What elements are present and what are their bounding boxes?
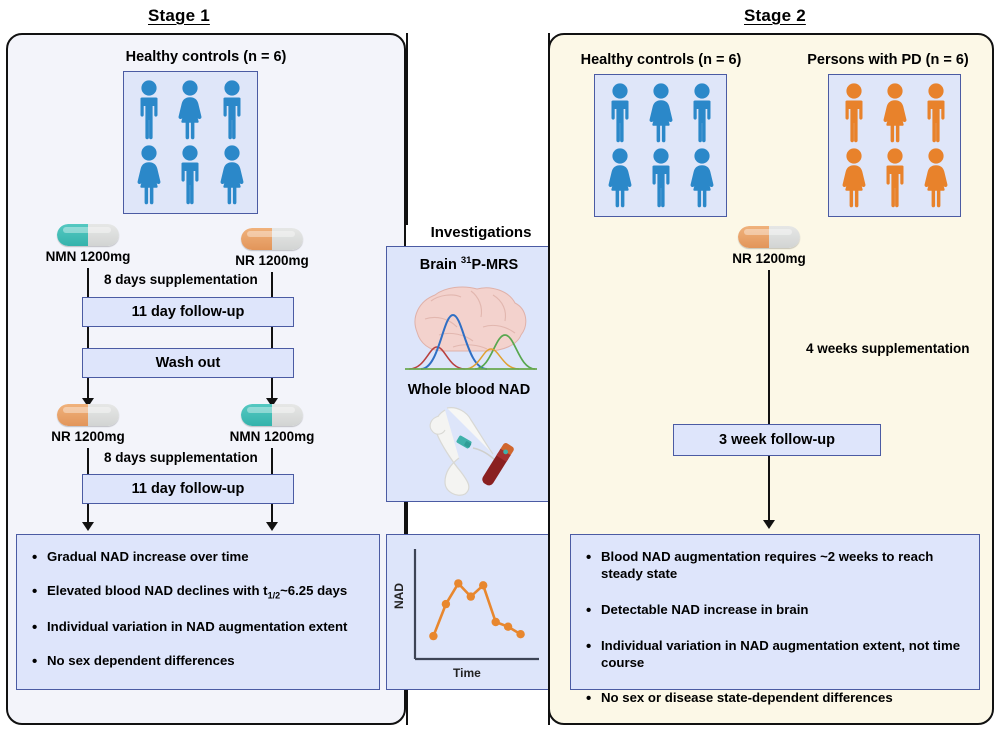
stage1-result-item: Individual variation in NAD augmentation… <box>32 618 367 637</box>
stage1-washout-box: Wash out <box>82 348 294 378</box>
nad-time-chart: NAD Time <box>386 534 552 690</box>
woman-icon <box>690 148 713 208</box>
man-icon <box>223 80 241 140</box>
stage1-supplementation-note-1: 8 days supplementation <box>104 272 258 287</box>
connector-arm-b-2 <box>271 327 274 348</box>
result-subscript: 1/2 <box>267 590 281 601</box>
woman-icon <box>883 83 906 143</box>
man-icon <box>611 83 628 143</box>
stage1-result-item: Elevated blood NAD declines with t1/2~6.… <box>32 582 367 602</box>
chart-data-point <box>491 617 500 627</box>
brain-heading-superscript: 31 <box>460 255 472 266</box>
arrow-arm-b-2 <box>266 522 278 531</box>
chart-x-axis-label: Time <box>453 666 481 680</box>
stage2-pd-people-box <box>828 74 961 217</box>
pill-label-nr-arm-b: NR 1200mg <box>235 253 309 268</box>
pill-nmn-arm-b <box>241 404 303 426</box>
stage1-results-box: Gradual NAD increase over time Elevated … <box>16 534 380 690</box>
stage2-supplementation-note: 4 weeks supplementation <box>806 341 970 356</box>
stage1-followup-box-1: 11 day follow-up <box>82 297 294 327</box>
connector-arm-a-1 <box>87 268 90 299</box>
stage2-result-item: No sex or disease state-dependent differ… <box>586 689 967 708</box>
chart-data-point <box>516 630 525 639</box>
stage1-people-box <box>123 71 258 214</box>
stage-2-title: Stage 2 <box>744 6 806 25</box>
stage2-controls-people-box <box>594 74 727 217</box>
stage2-result-item: Blood NAD augmentation requires ~2 weeks… <box>586 548 967 583</box>
stage2-connector-1 <box>768 270 771 431</box>
pill-nr-arm-b <box>241 228 303 250</box>
woman-icon <box>608 148 631 208</box>
arrow-arm-a-2 <box>82 522 94 531</box>
stage2-result-item: Individual variation in NAD augmentation… <box>586 637 967 672</box>
whole-blood-nad-heading: Whole blood NAD <box>407 382 531 398</box>
pill-label-nr-arm-a: NR 1200mg <box>51 429 125 444</box>
connector-arm-b-4 <box>271 448 274 476</box>
man-icon <box>927 83 944 143</box>
connector-arm-b-3 <box>271 378 274 400</box>
connector-arm-a-4 <box>87 448 90 476</box>
stage-divider-left-bottom <box>406 690 409 725</box>
blood-draw-illustration <box>429 407 514 496</box>
connector-arm-b-5 <box>271 504 274 524</box>
man-icon <box>845 83 862 143</box>
stage-1-title: Stage 1 <box>148 6 210 25</box>
stage-divider-left <box>406 33 409 225</box>
woman-icon <box>179 80 202 140</box>
woman-icon <box>842 148 865 208</box>
result-suffix: ~6.25 days <box>280 582 348 598</box>
arrow-arm-a-1 <box>82 398 94 407</box>
stage1-result-item: Gradual NAD increase over time <box>32 548 367 567</box>
man-icon <box>886 148 903 208</box>
investigations-box: Brain 31P-MRS Whole blood NAD <box>386 246 552 502</box>
result-prefix: Elevated blood NAD declines with t <box>47 582 268 598</box>
stage2-controls-label: Healthy controls (n = 6) <box>580 52 742 68</box>
chart-data-point <box>454 579 463 588</box>
stage2-results-box: Blood NAD augmentation requires ~2 weeks… <box>570 534 980 709</box>
woman-icon <box>924 148 947 208</box>
brain-heading-suffix: P-MRS <box>471 256 519 273</box>
investigations-title: Investigations <box>430 224 532 241</box>
stage2-connector-2 <box>768 456 771 522</box>
connector-arm-b-1 <box>271 272 274 299</box>
woman-icon <box>649 83 672 143</box>
stage1-group-label: Healthy controls (n = 6) <box>125 49 287 65</box>
chart-data-point <box>479 581 488 590</box>
stage1-followup-box-2: 11 day follow-up <box>82 474 294 504</box>
pill-nmn-arm-a <box>57 224 119 246</box>
chart-plot-area <box>413 549 539 661</box>
pill-label-nmn-arm-a: NMN 1200mg <box>45 249 131 264</box>
brain-mrs-heading: Brain 31P-MRS <box>387 255 551 273</box>
pill-label-nmn-arm-b: NMN 1200mg <box>229 429 315 444</box>
connector-arm-a-2 <box>87 327 90 348</box>
stage1-result-item: No sex dependent differences <box>32 652 367 671</box>
chart-data-point <box>466 592 475 601</box>
pill-nr-arm-a <box>57 404 119 426</box>
stage2-pd-label: Persons with PD (n = 6) <box>807 52 969 68</box>
stage2-arrow <box>763 520 775 529</box>
connector-arm-a-5 <box>87 504 90 524</box>
woman-icon <box>137 145 161 205</box>
chart-data-point <box>503 622 513 631</box>
man-icon <box>181 145 199 205</box>
stage1-supplementation-note-2: 8 days supplementation <box>104 450 258 465</box>
chart-data-point <box>441 599 451 609</box>
chart-data-point <box>429 631 438 641</box>
woman-icon <box>220 145 244 205</box>
brain-heading-prefix: Brain <box>419 256 461 273</box>
arrow-arm-b-1 <box>266 398 278 407</box>
connector-arm-a-3 <box>87 378 90 400</box>
pill-nr-stage2 <box>738 226 800 248</box>
stage-divider-left-lower <box>406 502 409 535</box>
stage2-result-item: Detectable NAD increase in brain <box>586 601 967 620</box>
pill-label-nr-stage2: NR 1200mg <box>732 251 806 266</box>
man-icon <box>140 80 158 140</box>
stage2-followup-box: 3 week follow-up <box>673 424 881 456</box>
brain-mrs-illustration <box>405 286 537 370</box>
man-icon <box>652 148 669 208</box>
man-icon <box>693 83 710 143</box>
